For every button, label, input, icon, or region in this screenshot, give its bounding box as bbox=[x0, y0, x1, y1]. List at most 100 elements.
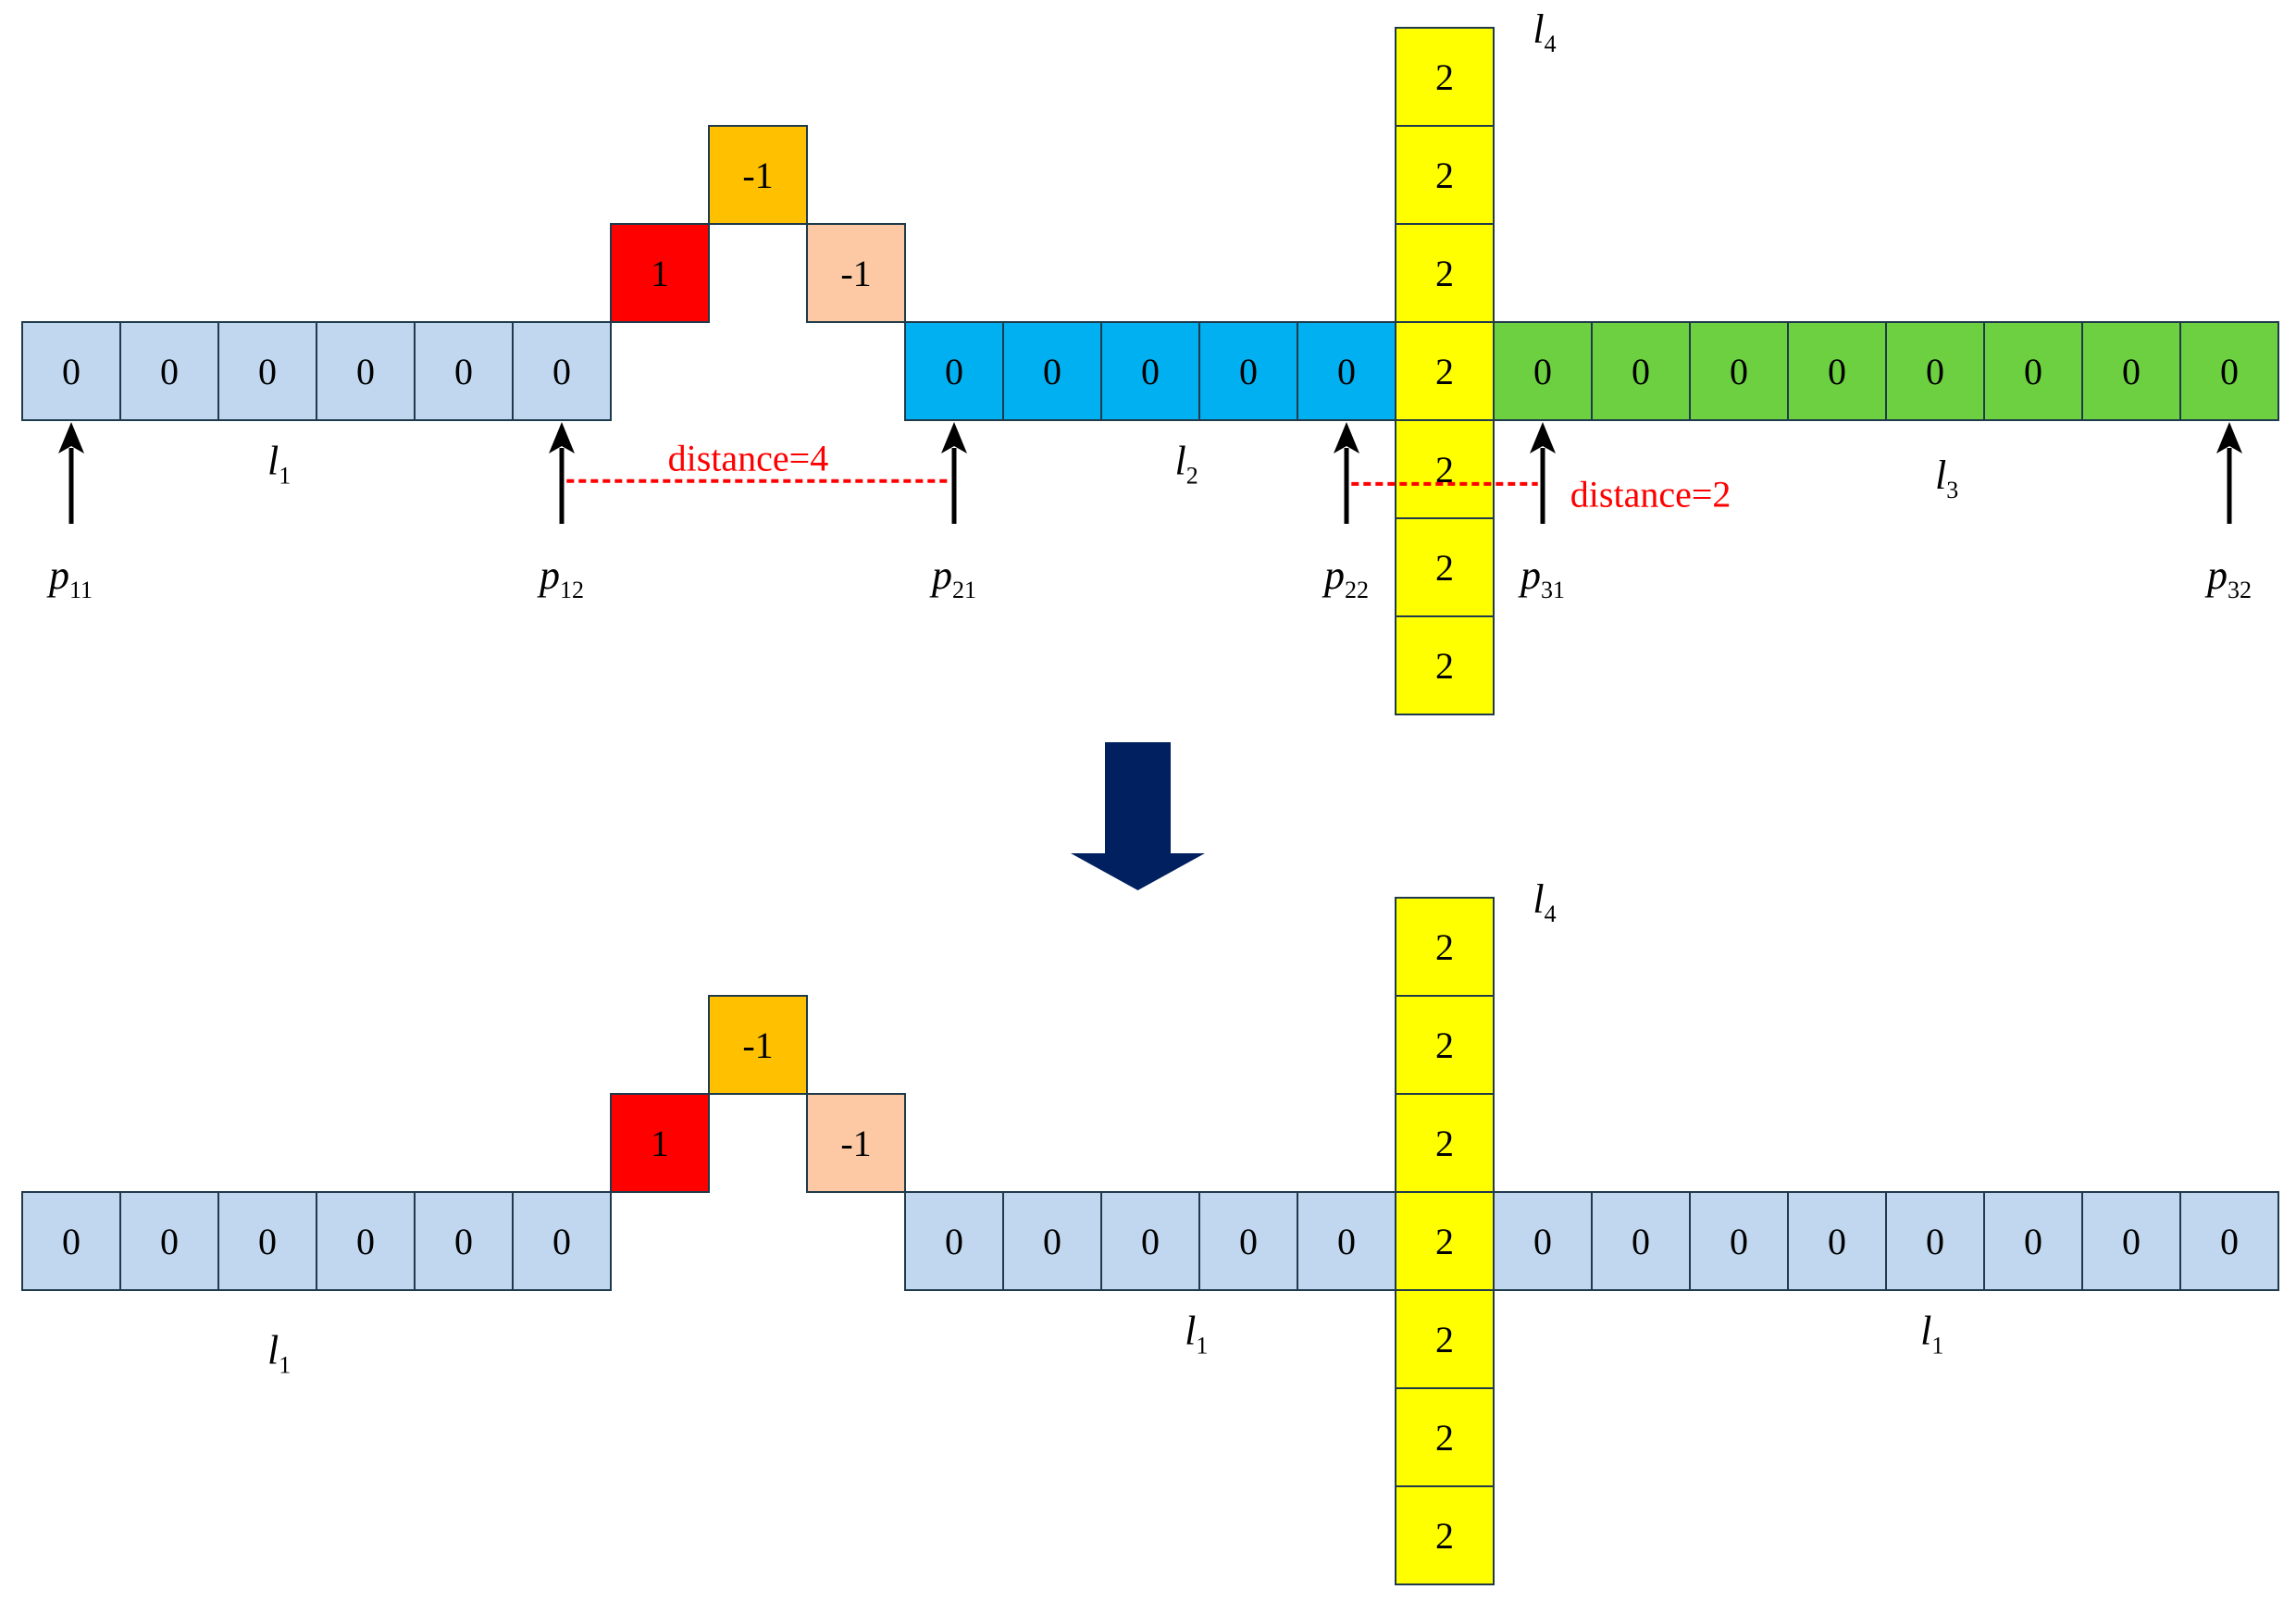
bottom-segment-1-cell: 0 bbox=[512, 1191, 612, 1291]
pointer-label: p31 bbox=[1518, 553, 1565, 603]
pointer-label-name: p bbox=[929, 553, 952, 598]
top-segment-2-cell-box bbox=[1002, 321, 1102, 421]
bottom-bump-cell-box bbox=[708, 995, 808, 1095]
top-line-label: l4 bbox=[1533, 6, 1556, 57]
pointer-label: p22 bbox=[1322, 553, 1369, 603]
top-segment-3-cell: 0 bbox=[2179, 321, 2279, 421]
top-segment-2-cell-value: 0 bbox=[1043, 351, 1061, 392]
top-vertical-cell-value: 2 bbox=[1435, 351, 1454, 392]
pointer-label-subscript: 22 bbox=[1345, 577, 1369, 603]
top-segment-2-cell-box bbox=[1198, 321, 1298, 421]
bottom-vertical-cell: 2 bbox=[1395, 1387, 1495, 1487]
line-label-name: l bbox=[1935, 453, 1946, 498]
bottom-segment-3-cell: 0 bbox=[1983, 1191, 2083, 1291]
line-label-name: l bbox=[1920, 1308, 1931, 1353]
top-segment-1-cell-box bbox=[119, 321, 219, 421]
pointer-label-subscript: 32 bbox=[2228, 577, 2252, 603]
up-arrow-icon bbox=[58, 422, 84, 453]
line-label-subscript: 1 bbox=[279, 462, 291, 489]
top-vertical-cell: 2 bbox=[1395, 321, 1495, 421]
bottom-vertical-cell-value: 2 bbox=[1435, 1025, 1454, 1066]
line-label-subscript: 1 bbox=[1931, 1332, 1943, 1359]
top-segment-3-cell-box bbox=[2179, 321, 2279, 421]
top-segment-1-cell-value: 0 bbox=[258, 351, 277, 392]
bottom-segment-3-cell-value: 0 bbox=[1533, 1221, 1552, 1262]
bottom-segment-1-cell: 0 bbox=[316, 1191, 416, 1291]
merge-down-arrow-icon bbox=[1071, 742, 1205, 890]
bottom-bump-cell-value: 1 bbox=[651, 1123, 669, 1164]
top-segment-1-cell-value: 0 bbox=[160, 351, 179, 392]
top-distance-indicator: distance=4 bbox=[566, 437, 949, 483]
bottom-segment-1-cell-value: 0 bbox=[454, 1221, 473, 1262]
bottom-segment-2-cell-box bbox=[1100, 1191, 1200, 1291]
line-label-subscript: 3 bbox=[1946, 477, 1958, 503]
bottom-segment-1-cell: 0 bbox=[217, 1191, 317, 1291]
top-segment-2-cell: 0 bbox=[1002, 321, 1102, 421]
bottom-segment-2-cell-value: 0 bbox=[1337, 1221, 1356, 1262]
top-segment-2-cell-value: 0 bbox=[1141, 351, 1160, 392]
bottom-segment-3-cell-value: 0 bbox=[1632, 1221, 1650, 1262]
bottom-segment-1-cell-box bbox=[512, 1191, 612, 1291]
top-segment-2-cell-value: 0 bbox=[1239, 351, 1258, 392]
top-vertical-cell-value: 2 bbox=[1435, 449, 1454, 491]
top-segment-3-cell-value: 0 bbox=[1632, 351, 1650, 392]
top-bump-cell: -1 bbox=[806, 223, 906, 323]
top-segment-1-cell-value: 0 bbox=[552, 351, 571, 392]
top-segment-2-cell: 0 bbox=[1198, 321, 1298, 421]
top-segment-3-cell: 0 bbox=[1591, 321, 1691, 421]
bottom-vertical-cell: 2 bbox=[1395, 1191, 1495, 1291]
top-segment-1-cell-value: 0 bbox=[356, 351, 375, 392]
bottom-vertical-cell-box bbox=[1395, 995, 1495, 1095]
bottom-segment-2-cell-value: 0 bbox=[1043, 1221, 1061, 1262]
top-segment-1-cell-box bbox=[512, 321, 612, 421]
bottom-vertical-cell: 2 bbox=[1395, 1485, 1495, 1585]
top-vertical-cell: 2 bbox=[1395, 223, 1495, 323]
pointer-label-name: p bbox=[1518, 553, 1541, 598]
bottom-segment-3-cell-box bbox=[2179, 1191, 2279, 1291]
line-label-subscript: 4 bbox=[1545, 900, 1557, 927]
line-label-name: l bbox=[267, 1328, 279, 1373]
bottom-segment-2-cell-value: 0 bbox=[945, 1221, 963, 1262]
top-vertical-cell-value: 2 bbox=[1435, 155, 1454, 196]
top-segment-3-cell-value: 0 bbox=[1533, 351, 1552, 392]
top-bump-cell-box bbox=[708, 125, 808, 225]
bottom-segment-3-cell-box bbox=[1787, 1191, 1887, 1291]
top-pointer-p22: p22 bbox=[1322, 422, 1369, 603]
top-segment-1-cell-box bbox=[414, 321, 514, 421]
top-segment-3-cell-box bbox=[1493, 321, 1593, 421]
bottom-vertical-cell: 2 bbox=[1395, 1289, 1495, 1389]
pointer-label-name: p bbox=[46, 553, 69, 598]
bottom-bump-cell-value: -1 bbox=[840, 1123, 871, 1164]
bottom-segment-1-cell-value: 0 bbox=[552, 1221, 571, 1262]
bottom-segment-1-cell-box bbox=[414, 1191, 514, 1291]
up-arrow-icon bbox=[1530, 422, 1556, 453]
top-vertical-cell-box bbox=[1395, 615, 1495, 715]
bottom-segment-1-cell: 0 bbox=[21, 1191, 121, 1291]
bottom-segment-3-cell: 0 bbox=[1591, 1191, 1691, 1291]
bottom-vertical-cell-value: 2 bbox=[1435, 926, 1454, 968]
pointer-label: p12 bbox=[537, 553, 584, 603]
pointer-label-subscript: 21 bbox=[952, 577, 976, 603]
bottom-segment-2-cell: 0 bbox=[1198, 1191, 1298, 1291]
bottom-segment-2-cell-value: 0 bbox=[1239, 1221, 1258, 1262]
pointer-label: p32 bbox=[2204, 553, 2252, 603]
bottom-segment-3-cell-box bbox=[1983, 1191, 2083, 1291]
top-segment-1-cell-box bbox=[217, 321, 317, 421]
top-segment-3-cell-value: 0 bbox=[1730, 351, 1748, 392]
bottom-bump-cell: 1 bbox=[610, 1093, 710, 1193]
bottom-segment-1-cell-box bbox=[217, 1191, 317, 1291]
top-line-label: l2 bbox=[1175, 438, 1198, 489]
top-vertical-cell-box bbox=[1395, 125, 1495, 225]
up-arrow-icon bbox=[549, 422, 575, 453]
pointer-label: p11 bbox=[46, 553, 93, 603]
line-label-subscript: 1 bbox=[279, 1352, 291, 1379]
pointer-label-name: p bbox=[537, 553, 560, 598]
top-vertical-cell: 2 bbox=[1395, 125, 1495, 225]
top-distance-indicator: distance=2 bbox=[1351, 474, 1731, 515]
bottom-segment-1-cell-box bbox=[119, 1191, 219, 1291]
top-segment-2-cell: 0 bbox=[1297, 321, 1396, 421]
up-arrow-icon bbox=[2216, 422, 2242, 453]
bottom-segment-3-cell: 0 bbox=[1787, 1191, 1887, 1291]
top-vertical-cell-value: 2 bbox=[1435, 253, 1454, 294]
pointer-label: p21 bbox=[929, 553, 976, 603]
